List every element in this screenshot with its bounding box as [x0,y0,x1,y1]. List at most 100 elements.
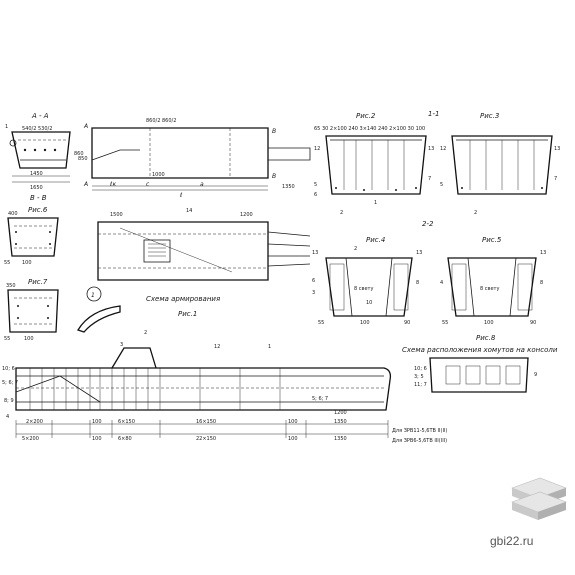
dim-400-bb: 400 [8,211,18,217]
f2-mark-13: 13 [428,146,434,152]
dim-6x150: 6×150 [118,419,135,425]
section-bb-title: В - В [30,194,47,202]
dim-100-b: 100 [92,436,102,442]
bm-mark-1: 1 [268,344,271,350]
f2-mark-12: 12 [314,146,320,152]
section-11-title: 1-1 [428,110,439,118]
f5-mark-13: 13 [540,250,546,256]
f3-mark-13: 13 [554,146,560,152]
f5-mark-4: 4 [440,280,443,286]
dim-1450: 1450 [30,171,43,177]
f8-mark-9: 9 [534,372,537,378]
bm-mark-3: 3 [120,342,123,348]
dim-100-d: 100 [288,436,298,442]
dim-1350-b: 1350 [334,436,347,442]
f4-clear: 8 свету [354,286,373,292]
dim-a: а [200,181,204,188]
f3-mark-7: 7 [554,176,557,182]
dim-860: 860 [74,151,84,157]
brand-watermark: gbi22.ru [490,534,534,548]
fig8-label: Рис.8 [476,334,496,342]
f5-dim-55: 55 [442,320,448,326]
mark-a-bot: А [83,181,88,188]
f4-dim-100: 100 [360,320,370,326]
f5-mark-8: 8 [540,280,543,286]
f4-mark-2: 2 [354,246,357,252]
fig2-top-dim: 65 30 2×100 240 3×140 240 2×100 30 100 [314,126,425,132]
note-for1: Для ЗРВ11-5,6ТВ II(II) [392,428,447,434]
dim-c: с [146,181,150,188]
mark-a-top: А [83,123,88,130]
fig2-label: Рис.2 [356,112,376,120]
mark-b-bot: В [272,173,276,180]
bm-mark-2: 2 [144,330,147,336]
fig7: Рис.7 350 55 100 [4,278,59,342]
fig2: Рис.2 1-1 65 30 2×100 240 3×140 240 2×10… [314,110,439,216]
mark-14: 14 [186,208,192,214]
fig4: Рис.4 8 свету 13 6 3 13 8 2 10 55 100 90 [312,236,422,326]
section-aa: А - А 540/2 530/2 1450 1650 860 1 [5,112,84,191]
f2-mark-2: 2 [340,210,343,216]
fig8: Рис.8 Схема расположения хомутов на конс… [402,334,558,393]
dim-55-bb: 55 [4,260,10,266]
dim-1000-elev: 1000 [152,172,165,178]
mark-1-aa: 1 [5,124,8,130]
section-bb: В - В Рис.6 400 55 100 [4,194,59,266]
fig1-label: Рис.1 [178,310,197,318]
stirrup-caption: Схема расположения хомутов на консоли [402,346,558,354]
dim-1200-b: 1200 [334,410,347,416]
f4-dim-90: 90 [404,320,410,326]
f8-mark-11-7: 11; 7 [414,382,427,388]
f5-dim-90: 90 [530,320,536,326]
f3-mark-5: 5 [440,182,443,188]
f2-mark-5: 5 [314,182,317,188]
mark-b-top: В [272,128,276,135]
detail-1: 1 [77,286,121,333]
dim-lk: ℓк [109,181,116,188]
f4-mark-10: 10 [366,300,372,306]
f4-mark-6: 6 [312,278,315,284]
brand-logo-icon [511,477,567,520]
f4-mark-13: 13 [312,250,318,256]
f4-dim-55: 55 [318,320,324,326]
section-22-title: 2-2 [422,220,434,228]
f2-mark-1: 1 [374,200,377,206]
fig4-label: Рис.4 [366,236,385,244]
f5-clear: 8 свету [480,286,499,292]
fig7-label: Рис.7 [28,278,48,286]
f2-mark-6: 6 [314,192,317,198]
dim-55-f7: 55 [4,336,10,342]
note-for2: Для ЗРВ6-5,6ТВ III(III) [392,438,447,444]
dim-100-c: 100 [288,419,298,425]
detail-1-num: 1 [91,292,95,299]
beam-reinforcement: 10; 6 5; 6; 7 8; 9 5; 6; 7 3 2 12 1 4 2×… [2,330,447,444]
dim-850-elev: 850 [78,156,88,162]
dim-22x150: 22×150 [196,436,216,442]
dim-l: ℓ [179,192,182,199]
f2-mark-7: 7 [428,176,431,182]
beam-elevation: 860/2 860/2 ℓк с а ℓ 1000 А А В В 850 13… [78,118,311,199]
dim-5x200: 5×200 [22,436,39,442]
dim-100-a: 100 [92,419,102,425]
bm-mark-5-6-7: 5; 6; 7 [2,380,18,386]
bm-dim-40: 4 [6,414,9,420]
dim-16x150: 16×150 [196,419,216,425]
dim-1650: 1650 [30,185,43,191]
f3-mark-12: 12 [440,146,446,152]
dim-2x200: 2×200 [26,419,43,425]
dim-100-f7: 100 [24,336,34,342]
f4-mark-8: 8 [416,280,419,286]
fig6-label: Рис.6 [28,206,48,214]
dim-1350-elev: 1350 [282,184,295,190]
bm-mark-5-6-7-r: 5; 6; 7 [312,396,328,402]
bm-mark-12: 12 [214,344,220,350]
dim-350-f7: 350 [6,283,16,289]
bm-mark-5-8: 8; 9 [4,398,14,404]
f8-mark-10-6: 10; 6 [414,366,427,372]
f5-dim-100: 100 [484,320,494,326]
dim-100-bb: 100 [22,260,32,266]
elev-top-dim: 860/2 860/2 [146,118,176,124]
fig3-label: Рис.3 [480,112,499,120]
fig5-label: Рис.5 [482,236,502,244]
